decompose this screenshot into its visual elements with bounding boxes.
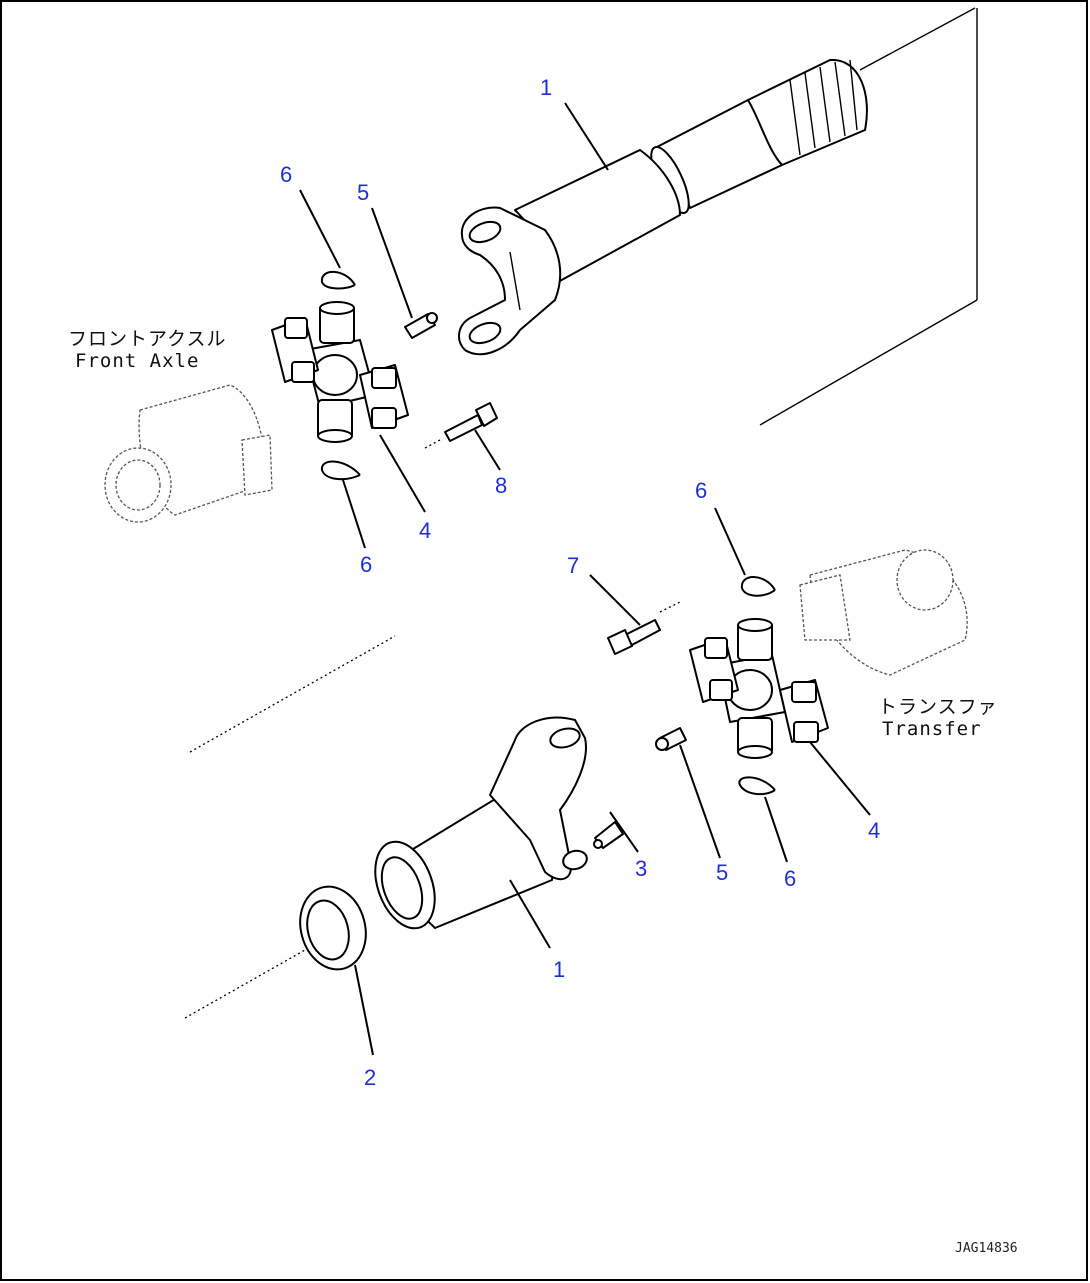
center-lines [184,7,978,1019]
front-axle-label-en: Front Axle [75,350,199,372]
slip-yoke-lower [374,716,588,930]
bolt-7 [607,619,661,655]
snap-ring-lower-bottom [738,776,776,796]
snap-ring-upper-top [320,270,356,290]
transfer-label-en: Transfer [882,718,982,740]
callout-6-upper-top: 6 [280,162,292,187]
callouts: 1 6 5 8 4 6 6 7 4 3 5 6 1 2 [280,75,880,1090]
callout-6-lower-bottom: 6 [784,866,796,891]
bolt-8 [444,402,498,442]
callout-5-upper: 5 [357,180,369,205]
callout-6-lower-top: 6 [695,478,707,503]
grease-fitting-lower [655,727,687,751]
universal-joint-lower [689,618,829,759]
front-axle-label-jp: フロントアクスル [68,328,226,350]
propeller-shaft-upper [458,58,868,356]
callout-1-upper: 1 [540,75,552,100]
transfer-label-jp: トランスファ [878,696,998,718]
callout-8: 8 [495,473,507,498]
drawing-code: JAG14836 [955,1241,1018,1256]
transfer-outline [799,549,968,676]
snap-ring-lower-top [740,576,776,597]
callout-7: 7 [567,553,579,578]
callout-5-lower: 5 [716,860,728,885]
callout-2: 2 [364,1065,376,1090]
callout-4-lower: 4 [868,818,880,843]
grease-fitting-upper [404,312,438,339]
dust-seal [299,885,367,971]
universal-joint-upper [271,301,409,443]
callout-3: 3 [635,856,647,881]
callout-1-lower: 1 [553,957,565,982]
grease-fitting-3 [593,821,624,849]
leader-lines [299,102,871,1056]
callout-6-upper-bottom: 6 [360,552,372,577]
snap-ring-upper-bottom [321,460,361,481]
front-axle-outline [104,384,273,523]
callout-4-upper: 4 [419,518,431,543]
